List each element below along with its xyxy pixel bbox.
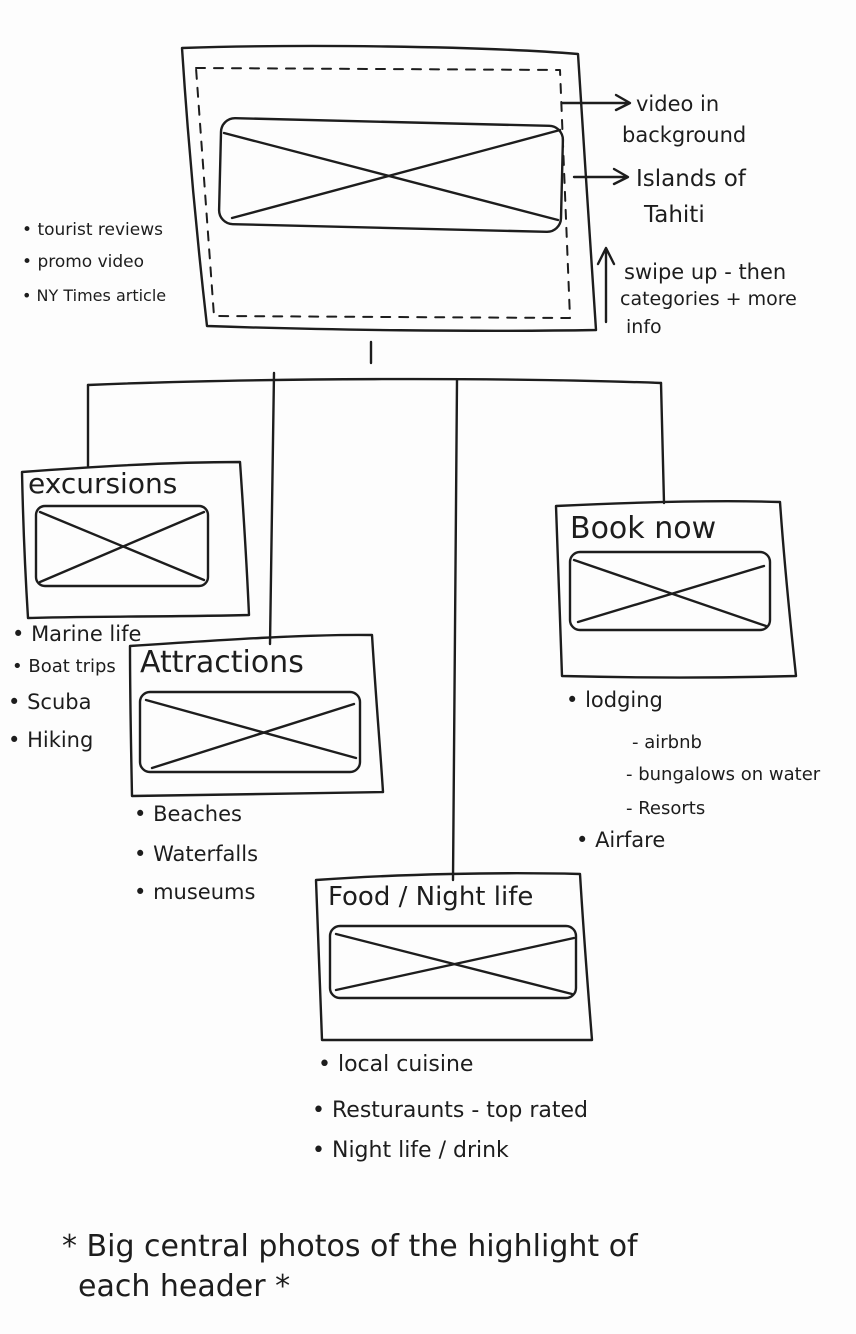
- food-bullet-text: Night life / drink: [331, 1138, 509, 1163]
- swipe-note-2: categories + more: [620, 290, 797, 309]
- hero-dashed-border: [195, 67, 571, 319]
- video-note-line: background: [622, 123, 747, 147]
- footer-note-line-1: * Big central photos of the highlight of: [62, 1229, 638, 1264]
- excursions-bullet: • Boat trips: [12, 656, 116, 677]
- lodging-item: - Resorts: [626, 798, 706, 819]
- annotation-arrows: [560, 93, 632, 324]
- attractions-bullet-text: museums: [153, 880, 256, 904]
- video-note-2: background: [622, 125, 746, 146]
- islands-note: Islands of: [636, 168, 746, 191]
- excursions-bullet-text: Hiking: [27, 728, 94, 752]
- footer-note-line-2: each header *: [78, 1269, 291, 1304]
- swipe-note: swipe up - then: [624, 262, 786, 283]
- hero-screen: [180, 44, 598, 332]
- attractions-bullet: • Waterfalls: [134, 842, 259, 866]
- hero-bullet: • promo video: [22, 252, 145, 272]
- swipe-note-line: info: [626, 316, 662, 338]
- attractions-title: Attractions: [140, 645, 304, 680]
- excursions-bullet-text: Scuba: [27, 690, 92, 714]
- video-note-line: video in: [636, 92, 720, 116]
- connector-tree: [86, 340, 666, 882]
- hero-bullet: • NY Times article: [22, 286, 167, 305]
- swipe-note-3: info: [626, 318, 662, 337]
- video-note: video in: [636, 94, 719, 115]
- book-now-bullet: • lodging: [566, 688, 663, 712]
- hero-bullet-text: tourist reviews: [37, 220, 163, 240]
- lodging-item: - airbnb: [632, 732, 702, 753]
- food-title: Food / Night life: [328, 882, 534, 912]
- hero-bullet-text: NY Times article: [36, 286, 167, 305]
- book-now-bullet: • Airfare: [576, 828, 666, 852]
- hero-bullet-text: promo video: [37, 252, 145, 272]
- hero-frame: [180, 44, 598, 332]
- lodging-item: - bungalows on water: [626, 764, 821, 785]
- swipe-note-line: categories + more: [620, 288, 797, 310]
- food-screen: [314, 872, 594, 1042]
- book-now-title: Book now: [570, 511, 717, 546]
- book-now-screen: [554, 500, 798, 679]
- food-bullet-text: Resturaunts - top rated: [331, 1098, 588, 1123]
- hero-video-placeholder: [217, 116, 565, 234]
- islands-arrow: [572, 167, 630, 186]
- excursions-bullet-text: Marine life: [31, 622, 142, 646]
- food-bullet: • Resturaunts - top rated: [312, 1098, 588, 1123]
- islands-note-2: Tahiti: [644, 204, 705, 227]
- book-now-bullet-text: lodging: [585, 688, 663, 712]
- excursions-title: excursions: [28, 467, 178, 500]
- video-arrow: [560, 93, 632, 112]
- excursions-screen: [20, 460, 251, 620]
- food-bullet: • local cuisine: [318, 1052, 474, 1077]
- hero-bullet: • tourist reviews: [22, 220, 163, 240]
- attractions-bullet-text: Waterfalls: [153, 842, 259, 866]
- excursions-bullet-text: Boat trips: [28, 656, 116, 677]
- attractions-bullet-text: Beaches: [153, 802, 242, 826]
- food-bullet-text: local cuisine: [337, 1052, 474, 1077]
- swipe-note-line: swipe up - then: [624, 260, 787, 284]
- islands-note-line: Tahiti: [644, 202, 705, 228]
- swipe-up-arrow: [596, 246, 616, 324]
- attractions-bullet: • Beaches: [134, 802, 242, 826]
- excursions-bullet: • Hiking: [8, 728, 94, 752]
- attractions-screen: [128, 633, 385, 798]
- excursions-bullet: • Scuba: [8, 690, 92, 714]
- attractions-bullet: • museums: [134, 880, 256, 904]
- excursions-bullet: • Marine life: [12, 622, 142, 646]
- book-now-bullet-text: Airfare: [595, 828, 666, 852]
- food-bullet: • Night life / drink: [312, 1138, 509, 1163]
- islands-note-line: Islands of: [636, 166, 746, 192]
